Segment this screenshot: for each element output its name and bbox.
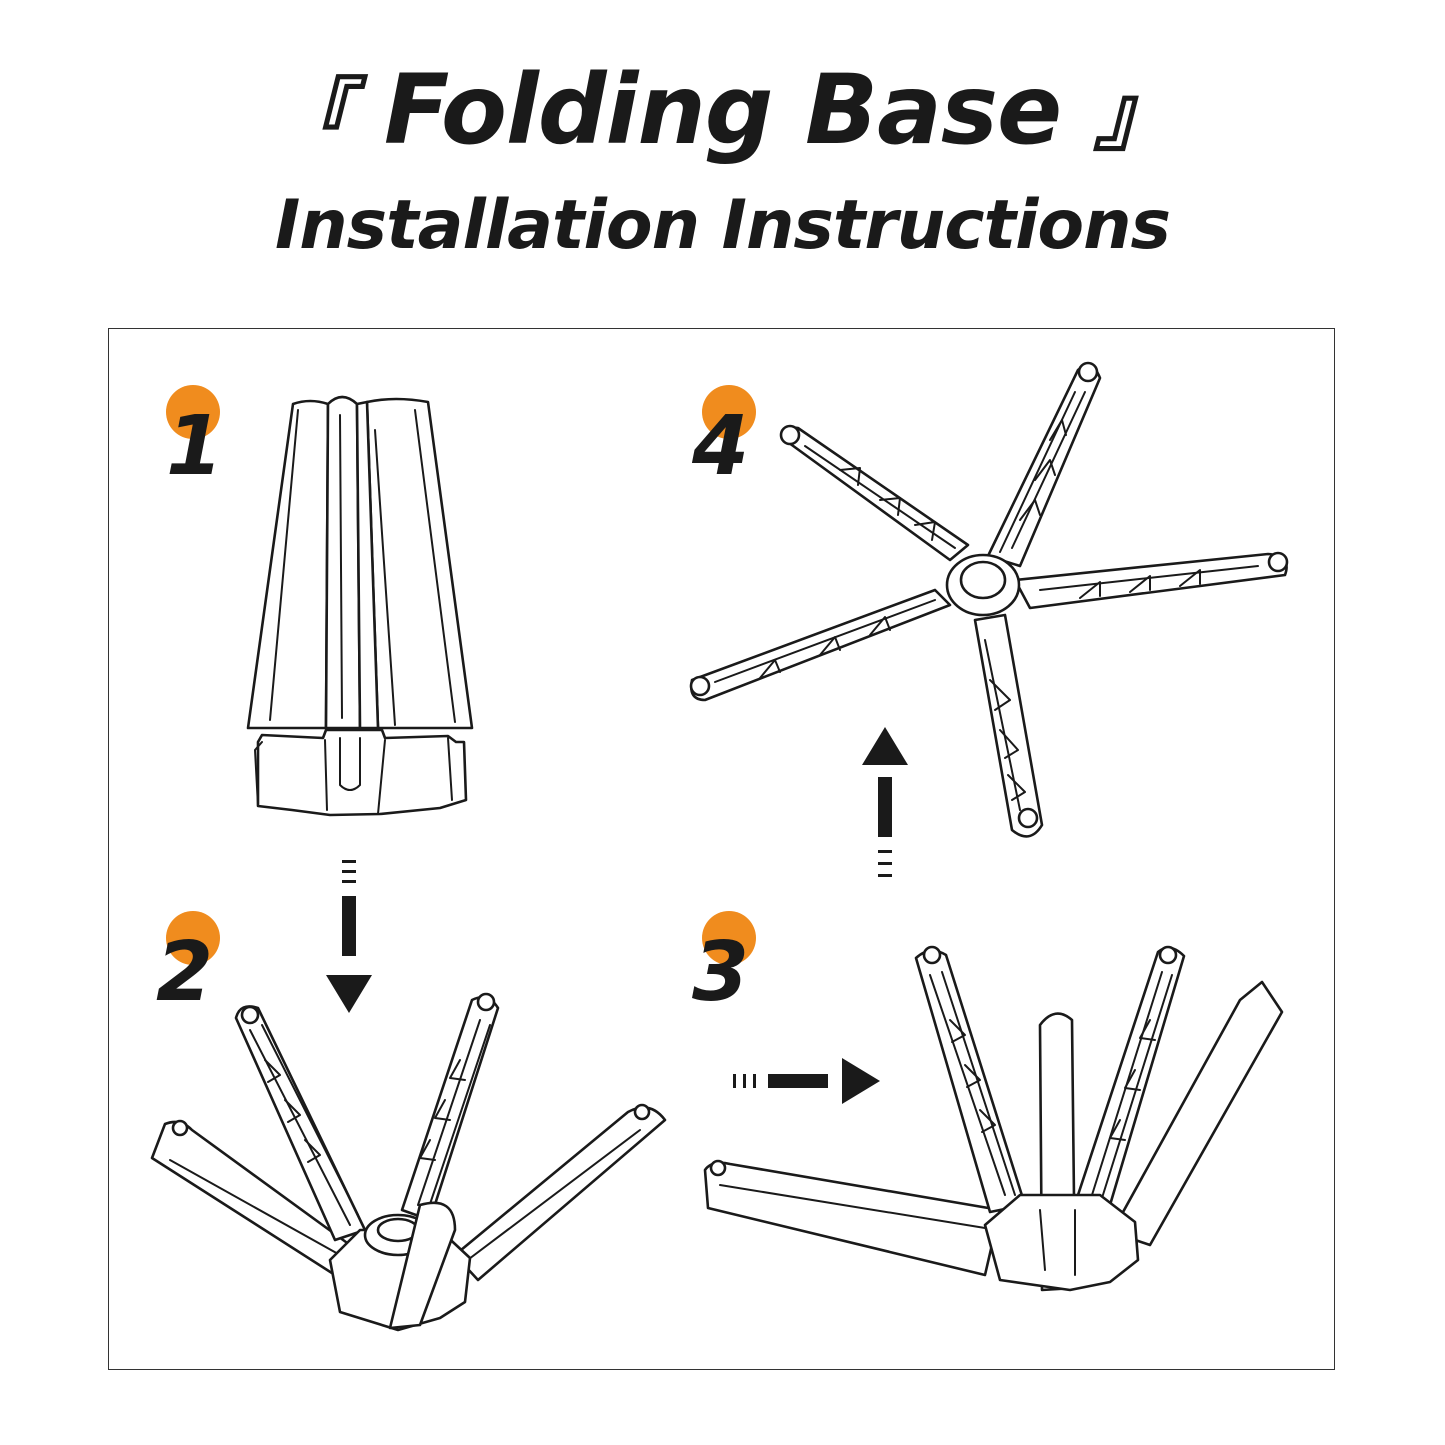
step-2: 2 bbox=[150, 911, 667, 1332]
open-base-illustration bbox=[689, 361, 1289, 838]
step-4-badge bbox=[702, 385, 756, 439]
opening-base-illustration bbox=[703, 945, 1284, 1292]
arrow-right-icon bbox=[733, 1058, 880, 1104]
step-1-number: 1 bbox=[166, 399, 223, 494]
step-2-badge bbox=[166, 911, 220, 965]
step-1-badge bbox=[166, 385, 220, 439]
title-text: Folding Base bbox=[383, 54, 1062, 166]
step-4-number: 4 bbox=[691, 399, 749, 494]
folded-base-illustration bbox=[246, 395, 474, 817]
arrow-down-icon bbox=[326, 860, 372, 1013]
page-title: 『 Folding Base 』 bbox=[0, 62, 1445, 158]
step-2-number: 2 bbox=[156, 925, 213, 1020]
title-close-bracket: 』 bbox=[1093, 69, 1174, 162]
step-3: 3 bbox=[692, 911, 1284, 1292]
step-3-badge bbox=[702, 911, 756, 965]
half-open-base-illustration bbox=[150, 992, 667, 1332]
arrow-up-icon bbox=[862, 727, 908, 877]
instructions-panel bbox=[108, 328, 1335, 1370]
step-4: 4 bbox=[689, 361, 1289, 838]
step-3-number: 3 bbox=[692, 925, 749, 1020]
title-open-bracket: 『 bbox=[272, 69, 352, 162]
step-1: 1 bbox=[166, 385, 474, 817]
page-subtitle: Installation Instructions bbox=[274, 186, 1171, 265]
